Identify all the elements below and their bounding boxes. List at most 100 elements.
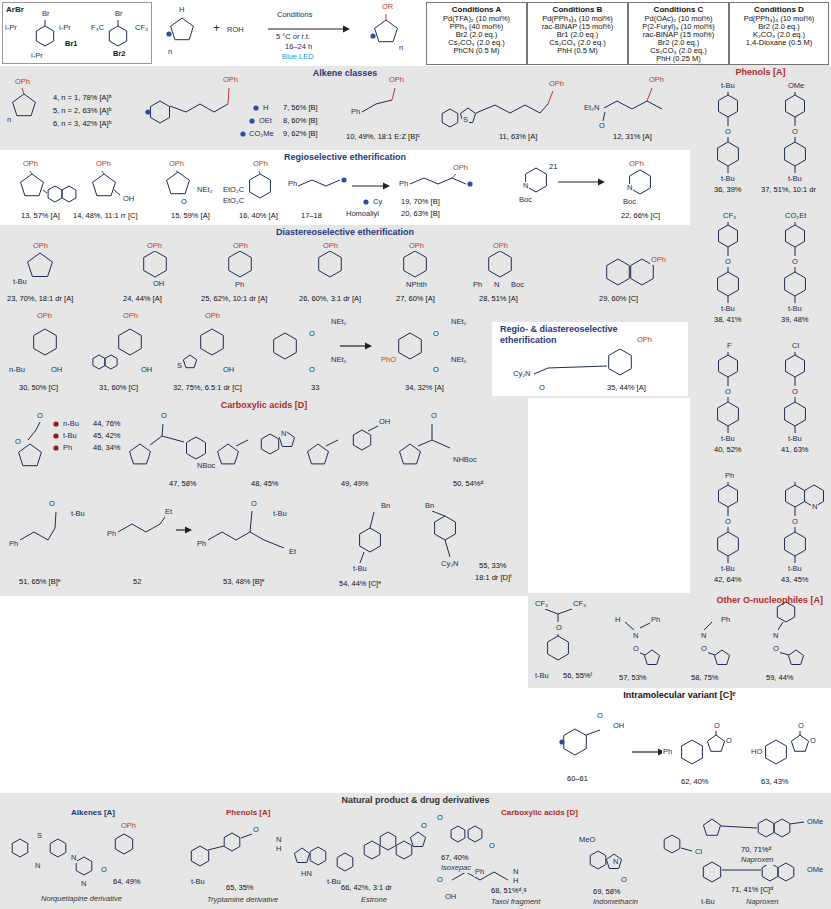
ether-label: OPh <box>452 164 469 173</box>
hexagon-ring <box>50 839 66 857</box>
hexagon-ring <box>151 101 170 123</box>
atom-label: N <box>80 880 87 889</box>
drug-name: Naproxen <box>740 856 775 865</box>
bond-line <box>795 296 796 303</box>
atom-label: n <box>167 48 173 57</box>
pentagon-ring <box>714 650 729 665</box>
atom-label: t-Bu <box>787 435 803 444</box>
bond-line <box>160 517 165 524</box>
compound-caption: 67, 40% <box>440 854 470 863</box>
bond-line <box>43 190 47 193</box>
condition-line: 1,4-Dioxane (0.5 M) <box>733 39 825 47</box>
bond-line <box>368 426 378 431</box>
atom-label: H <box>178 6 185 15</box>
condition-line: Br2 (2.0 eq.) <box>430 31 523 39</box>
atom-label: NHBoc <box>452 456 478 465</box>
condition-line: Br1 (2.0 eq.) <box>531 31 624 39</box>
bond-line <box>418 440 432 446</box>
atom-label: CF₃ <box>722 212 737 221</box>
atom-label: S <box>176 362 183 371</box>
atom-label: OH <box>612 722 625 731</box>
atom-label: t-Bu <box>720 435 736 444</box>
condition-note: Blue LED <box>281 53 315 62</box>
bond-line <box>647 101 662 109</box>
atom-label: N <box>612 858 619 867</box>
section-heading: Natural product & drug derivatives <box>8 795 823 806</box>
atom-label: OMe <box>787 82 805 91</box>
atom-label: O <box>555 624 563 633</box>
bond-line <box>362 104 376 112</box>
condition-line: Pd(PPh₃)₄ (10 mol%) <box>733 15 825 23</box>
section-heading: Conditions B <box>531 5 624 15</box>
reaction-arrow <box>340 345 367 346</box>
hexagon-ring <box>119 329 142 355</box>
hexagon-ring <box>719 95 738 117</box>
compound-caption: 54, 44% [C]ᵉ <box>338 580 382 589</box>
atom-label: O <box>724 518 732 527</box>
bond-line <box>360 552 364 563</box>
ether-label: OPh <box>122 312 139 321</box>
pentagon-ring <box>707 735 724 751</box>
atom-label: N <box>275 836 282 845</box>
hexagon-ring <box>105 355 117 369</box>
drug-name: Tryptamine derivative <box>206 896 279 905</box>
bond-line <box>438 178 452 184</box>
atom-label: Cy₂N <box>440 560 460 569</box>
bond-line <box>728 117 729 126</box>
atom-label: Ph <box>287 180 298 189</box>
atom-label: t-Bu <box>700 898 716 907</box>
bond-line <box>48 528 55 540</box>
hexagon-ring <box>261 434 278 454</box>
bond-line <box>795 527 796 532</box>
bond-line <box>795 222 796 225</box>
section-heading: Diastereoselective etherification <box>8 227 682 238</box>
atom-label: N <box>280 430 287 439</box>
atom-label: N <box>512 868 519 877</box>
condition-line: PhH (0.25 M) <box>632 55 725 63</box>
atom-label: n-Bu <box>62 420 80 429</box>
bond-line <box>525 105 540 113</box>
atom-label: Cl <box>791 342 800 351</box>
hexagon-ring <box>62 186 76 202</box>
atom-label: O <box>725 737 733 746</box>
ether-label: OPh <box>408 242 425 251</box>
section-heading: Regio- & diastereoselective etherificati… <box>500 324 620 346</box>
bond-line <box>376 100 392 104</box>
bond-line <box>298 180 312 186</box>
atom-label: NEt₂ <box>330 356 347 365</box>
atom-label: H <box>262 104 269 113</box>
compound-caption: 7, 56% [B] <box>282 104 319 113</box>
compound-caption: 63, 43% <box>760 778 790 787</box>
pentagon-ring <box>130 444 151 464</box>
compound-caption: 58, 75% <box>690 674 720 683</box>
bond-line <box>494 872 508 880</box>
compound-caption: 23, 70%, 18:1 dr [A] <box>6 295 74 304</box>
hexagon-ring <box>778 863 794 881</box>
compound-caption: 46, 34% <box>92 444 122 453</box>
atom-label: O <box>14 438 22 447</box>
drug-name: Norquetiapine derivative <box>40 895 123 904</box>
bond-line <box>259 171 260 174</box>
compound-caption: 30, 50% [C] <box>18 384 59 393</box>
atom-label: OH <box>50 366 63 375</box>
bond-line <box>795 92 796 95</box>
atom-label: OH <box>122 195 135 204</box>
bond-line <box>632 101 647 109</box>
compound-caption: 32, 75%, 6.5:1 dr [C] <box>172 384 243 393</box>
compound-caption: 66, 42%, 3:1 dr <box>340 884 393 893</box>
condition-line: Cs₂CO₃ (2.0 eq.) <box>531 39 624 47</box>
conditions-box: Conditions APd(TFA)₂ (10 mol%)PPh₃ (40 m… <box>426 2 527 65</box>
hexagon-ring <box>758 819 774 837</box>
atom-label: EtO₂C <box>222 197 245 206</box>
ether-label: OPh <box>204 312 221 321</box>
bond-line <box>728 267 729 272</box>
atom-label: O <box>488 842 496 851</box>
bond-line <box>312 180 326 186</box>
bond-line <box>540 104 548 113</box>
ether-label: OPh <box>548 80 565 89</box>
hexagon-ring <box>353 430 370 450</box>
compound-caption: 65, 35% <box>225 884 255 893</box>
pentagon-ring <box>375 20 398 42</box>
hexagon-ring <box>609 349 632 375</box>
atom-label: O <box>724 128 732 137</box>
